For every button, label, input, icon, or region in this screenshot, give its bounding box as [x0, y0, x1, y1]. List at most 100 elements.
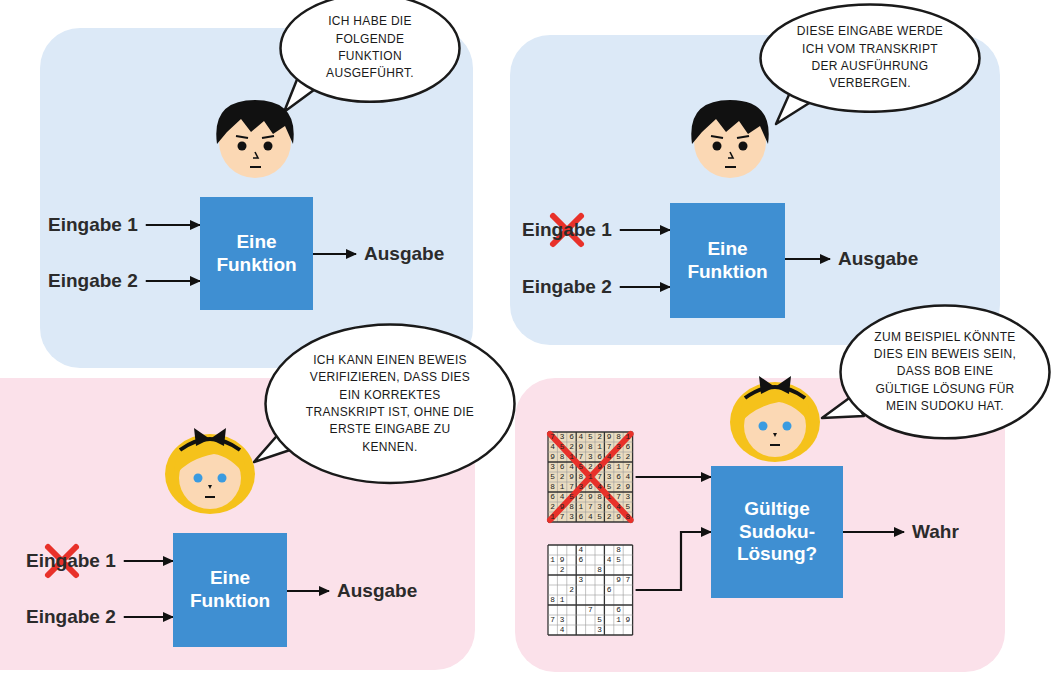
function-box: Eine Funktion — [670, 203, 785, 318]
eye — [264, 142, 273, 151]
grid-ground — [548, 545, 633, 635]
nose — [728, 152, 733, 158]
arrow-connector — [124, 616, 173, 618]
grid-line — [548, 491, 633, 492]
sudoku-row: 7 6 — [548, 605, 630, 615]
io-text: Ausgabe — [337, 580, 417, 602]
grid-line — [548, 555, 633, 556]
io-label: Eingabe 1 — [48, 214, 138, 236]
bubble-outline — [759, 3, 981, 113]
io-text: Ausgabe — [838, 248, 918, 270]
mouth — [205, 496, 215, 498]
grid-line — [632, 545, 633, 635]
grid-line — [548, 625, 633, 626]
bubble-ellipse — [841, 306, 1050, 439]
bubble-ellipse — [761, 4, 980, 111]
speech-bubble: ICH HABE DIE FOLGENDE FUNKTION AUSGEFÜHR… — [279, 0, 461, 103]
io-text: Eingabe 1 — [522, 219, 612, 241]
io-text: Eingabe 2 — [26, 606, 116, 628]
sudoku-row: 2 9 8 1 7 3 6 4 5 — [548, 502, 630, 512]
sudoku-row: 8 1 7 3 6 4 5 2 9 — [548, 482, 630, 492]
arrow-connector — [146, 280, 200, 282]
io-label: Ausgabe — [838, 248, 918, 270]
bob-face — [691, 100, 768, 178]
grid-line — [548, 544, 633, 545]
grid-line — [548, 565, 633, 566]
function-box: Eine Funktion — [200, 197, 313, 310]
mouth — [770, 444, 780, 446]
sudoku-row: 3 9 7 — [548, 575, 630, 585]
speech-text: ZUM BEISPIEL KÖNNTE DIES EIN BEWEIS SEIN… — [871, 329, 1019, 416]
alice-face — [730, 376, 820, 462]
grid-body — [548, 545, 633, 635]
sudoku-row: 4 5 2 9 8 1 7 3 6 — [548, 442, 630, 452]
arrow-connector — [620, 229, 670, 231]
nose — [208, 485, 212, 489]
grid-line — [548, 502, 633, 503]
nose — [773, 433, 777, 437]
function-text: Eine Funktion — [208, 231, 305, 277]
grid-line — [548, 521, 633, 522]
grid-line — [548, 431, 633, 432]
sudoku-row: 4 8 — [548, 545, 630, 555]
headband — [180, 439, 240, 450]
sudoku-row: 7 3 6 4 5 2 9 8 1 — [548, 432, 630, 442]
speech-bubble: DIESE EINGABE WERDE ICH VOM TRANSKRIPT D… — [759, 3, 981, 113]
function-box: Eine Funktion — [173, 533, 287, 647]
io-text: Eingabe 2 — [522, 276, 612, 298]
grid-line — [548, 574, 633, 575]
sudoku-row: 5 2 9 8 1 7 3 6 4 — [548, 472, 630, 482]
grid-ground — [548, 432, 633, 522]
sudoku-grid: 4 8 1 9 6 4 5 2 8 3 9 7 2 6 8 1 7 6 7 3 … — [548, 545, 633, 635]
function-text: Eine Funktion — [678, 238, 777, 284]
eye — [238, 142, 247, 151]
arrow-connector — [146, 224, 200, 226]
grid-line — [548, 615, 633, 616]
io-label: Ausgabe — [337, 580, 417, 602]
arrow-connector — [785, 258, 830, 260]
grid-line — [547, 545, 548, 635]
function-box: Gültige Sudoku- Lösung? — [711, 466, 843, 598]
grid-line — [548, 585, 633, 586]
bubble-ellipse — [281, 0, 460, 102]
bangs — [739, 386, 811, 424]
io-label: Ausgabe — [364, 243, 444, 265]
faces — [165, 100, 820, 514]
bob-face — [216, 100, 293, 178]
hair-back — [165, 434, 255, 514]
sudoku-row: 1 7 3 6 4 5 2 9 8 — [548, 512, 630, 522]
io-text: Ausgabe — [364, 243, 444, 265]
arrow-connector — [636, 532, 711, 590]
brow — [711, 136, 723, 138]
grid-body — [548, 432, 633, 522]
arrow-connector — [636, 476, 711, 478]
sudoku-grid: 7 3 6 4 5 2 9 8 14 5 2 9 8 1 7 3 69 8 1 … — [548, 432, 633, 522]
arrow-connector — [287, 590, 329, 592]
hair — [216, 100, 293, 144]
sudoku-row: 3 6 4 5 2 9 8 1 7 — [548, 462, 630, 472]
grid-line — [632, 432, 633, 522]
grid-line — [548, 482, 633, 483]
io-label: Eingabe 1 — [522, 219, 612, 241]
io-text: Eingabe 1 — [48, 214, 138, 236]
nose — [253, 152, 258, 158]
sudoku-row: 9 8 1 7 3 6 4 5 2 — [548, 452, 630, 462]
function-text: Gültige Sudoku- Lösung? — [719, 498, 835, 566]
bangs — [174, 438, 246, 476]
hair-back — [730, 382, 820, 462]
io-label: Eingabe 2 — [26, 606, 116, 628]
cross-mark — [48, 216, 581, 575]
speech-bubble: ZUM BEISPIEL KÖNNTE DIES EIN BEWEIS SEIN… — [839, 304, 1051, 440]
sudoku-row: 6 4 5 2 9 8 1 7 3 — [548, 492, 630, 502]
arrow-connector — [843, 531, 904, 533]
bubble-ellipse — [266, 325, 515, 483]
grid-line — [548, 604, 633, 605]
eye — [218, 474, 227, 483]
io-text: Wahr — [912, 521, 959, 543]
sudoku-row: 8 1 — [548, 595, 630, 605]
arrow-connector — [124, 560, 173, 562]
headband — [745, 387, 805, 398]
io-text: Eingabe 1 — [26, 550, 116, 572]
speech-text: ICH HABE DIE FOLGENDE FUNKTION AUSGEFÜHR… — [306, 13, 433, 83]
